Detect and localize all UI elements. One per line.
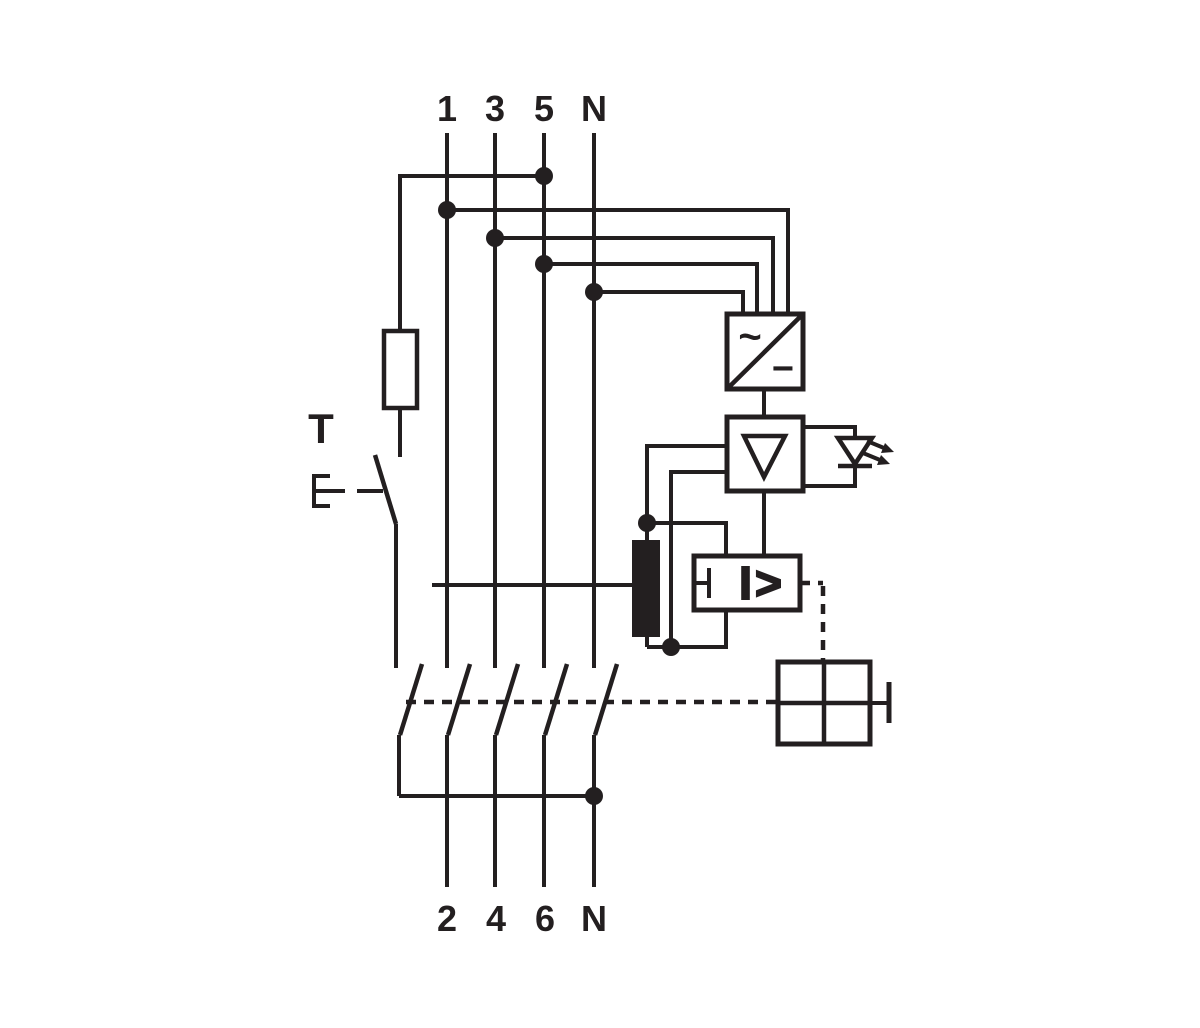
led-arrow-1-head bbox=[881, 443, 894, 453]
led-arrow-2 bbox=[862, 451, 881, 462]
feed-line-n bbox=[594, 290, 745, 314]
test-resistor bbox=[381, 328, 420, 411]
switch-poles bbox=[397, 663, 620, 736]
junction-dot bbox=[662, 638, 680, 656]
terminal-label-n-top: N bbox=[581, 88, 607, 129]
junction-dot bbox=[438, 201, 456, 219]
rectifier-dc-label: − bbox=[772, 348, 794, 390]
terminal-label-n-bottom: N bbox=[581, 898, 607, 939]
pole-blade-5 bbox=[542, 663, 570, 736]
pole-blade-n bbox=[592, 663, 620, 736]
led-triangle bbox=[833, 435, 877, 469]
current-transformer-symbol bbox=[432, 514, 728, 656]
top-terminal-labels: 1 3 5 N bbox=[437, 88, 607, 129]
feed-line-5 bbox=[544, 262, 759, 314]
rectifier-ac-label: ~ bbox=[738, 315, 761, 359]
ct-to-release-top bbox=[647, 521, 728, 556]
terminal-label-2: 2 bbox=[437, 898, 457, 939]
amplifier-triangle bbox=[740, 433, 789, 483]
junction-dot bbox=[486, 229, 504, 247]
pole-blade-test bbox=[397, 663, 425, 736]
feed-line-1 bbox=[447, 208, 790, 314]
feed-line-3 bbox=[495, 236, 775, 314]
test-tap-wire bbox=[398, 174, 544, 331]
test-button: T bbox=[308, 405, 383, 508]
rectifier-feed-lines bbox=[438, 201, 790, 314]
junction-dot bbox=[585, 787, 603, 805]
rectifier-diagonal bbox=[725, 312, 805, 391]
junction-dot bbox=[585, 283, 603, 301]
test-button-label: T bbox=[308, 405, 334, 452]
led-wire-bottom bbox=[803, 466, 857, 488]
led-emission-arrows bbox=[862, 439, 894, 465]
test-switch-blade bbox=[372, 454, 399, 525]
terminal-label-5: 5 bbox=[534, 88, 554, 129]
bridge-rectifier-symbol: ~ − bbox=[724, 311, 806, 417]
led-arrow-1 bbox=[866, 439, 885, 450]
supply-lines bbox=[445, 133, 596, 887]
terminal-label-6: 6 bbox=[535, 898, 555, 939]
release-label: I> bbox=[739, 557, 785, 609]
junction-dot bbox=[638, 514, 656, 532]
amplifier-input-wire-1 bbox=[645, 444, 727, 523]
pole-blade-3 bbox=[493, 663, 521, 736]
led-arrow-2-head bbox=[877, 455, 890, 465]
terminal-label-4: 4 bbox=[486, 898, 506, 939]
trip-mechanism-block bbox=[775, 659, 892, 747]
terminal-label-3: 3 bbox=[485, 88, 505, 129]
junction-dot bbox=[535, 167, 553, 185]
pole-blade-1 bbox=[445, 663, 473, 736]
amplifier-symbol bbox=[645, 414, 806, 647]
test-circuit bbox=[372, 167, 603, 805]
junction-dot bbox=[535, 255, 553, 273]
overcurrent-release-symbol: I> bbox=[691, 553, 803, 613]
led-wire-top bbox=[803, 425, 857, 438]
led-symbol bbox=[803, 425, 894, 488]
bottom-terminal-labels: 2 4 6 N bbox=[437, 898, 607, 939]
amplifier-input-wire-2 bbox=[669, 470, 727, 647]
trip-linkage bbox=[406, 580, 826, 705]
terminal-label-1: 1 bbox=[437, 88, 457, 129]
